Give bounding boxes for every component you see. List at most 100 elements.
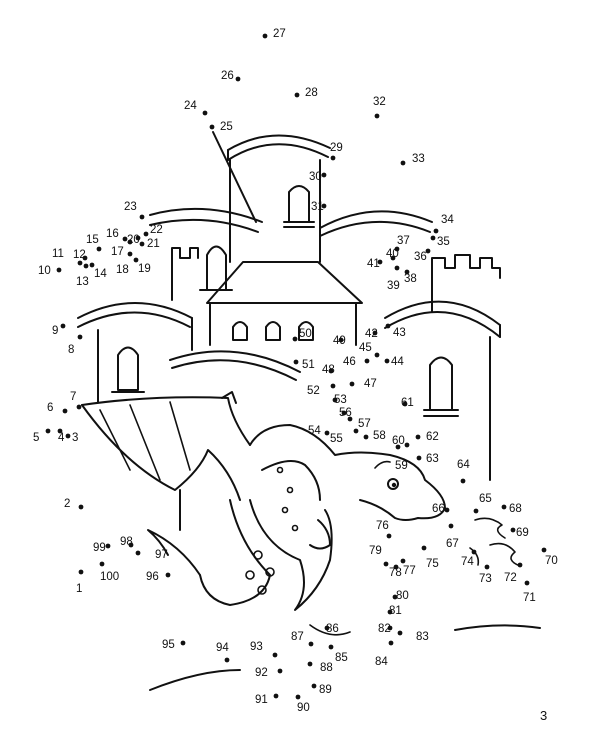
dot-67: 67: [446, 523, 459, 550]
dot-68: 68: [501, 503, 522, 515]
dot-marker: [295, 694, 301, 700]
dot-28: 28: [294, 87, 318, 99]
dot-number-label: 60: [392, 435, 405, 447]
dot-marker: [277, 668, 283, 674]
dot-marker: [45, 428, 51, 434]
dot-number-label: 32: [373, 96, 386, 108]
dot-marker: [209, 124, 215, 130]
dot-marker: [387, 625, 393, 631]
dot-marker: [273, 693, 279, 699]
dot-marker: [321, 172, 327, 178]
dot-17: 17: [111, 239, 133, 258]
dot-number-label: 41: [367, 258, 380, 270]
dot-marker: [385, 323, 391, 329]
dot-95: 95: [162, 639, 186, 651]
dot-marker: [76, 404, 82, 410]
dot-number-label: 94: [216, 642, 229, 654]
dot-81: 81: [387, 605, 402, 617]
dot-number-label: 87: [291, 631, 304, 643]
dot-number-label: 6: [47, 402, 53, 414]
dot-marker: [165, 572, 171, 578]
dot-39: 39: [387, 265, 400, 292]
dot-84: 84: [375, 640, 394, 668]
dot-marker: [393, 564, 399, 570]
dot-25: 25: [209, 121, 233, 133]
dot-marker: [364, 358, 370, 364]
dot-number-label: 48: [322, 364, 335, 376]
dot-number-label: 71: [523, 592, 536, 604]
dot-3: 3: [65, 432, 78, 444]
dot-number-label: 18: [116, 264, 129, 276]
dot-number-label: 16: [106, 228, 119, 240]
dot-number-label: 34: [441, 214, 454, 226]
dot-70: 70: [541, 547, 558, 567]
dot-5: 5: [33, 428, 51, 444]
dot-80: 80: [392, 590, 409, 602]
dot-marker: [321, 203, 327, 209]
dot-marker: [96, 246, 102, 252]
dot-marker: [143, 231, 149, 237]
dot-number-label: 52: [307, 385, 320, 397]
dot-number-label: 40: [386, 248, 399, 260]
dot-number-label: 61: [401, 397, 414, 409]
dot-45: 45: [359, 342, 380, 358]
dot-37: 37: [394, 235, 410, 252]
castle-drawing: [77, 131, 501, 531]
dot-number-label: 68: [509, 503, 522, 515]
dot-marker: [383, 561, 389, 567]
dot-number-label: 20: [127, 234, 140, 246]
dot-marker: [374, 113, 380, 119]
dot-93: 93: [250, 641, 278, 658]
dot-marker: [293, 359, 299, 365]
dot-10: 10: [38, 265, 62, 277]
dot-marker: [416, 455, 422, 461]
dot-31: 31: [311, 201, 327, 213]
dot-marker: [510, 527, 516, 533]
dot-marker: [388, 640, 394, 646]
dot-marker: [57, 428, 63, 434]
dot-13: 13: [76, 263, 89, 288]
dot-marker: [384, 358, 390, 364]
dot-marker: [139, 241, 145, 247]
dot-36: 36: [414, 248, 431, 263]
dot-35: 35: [430, 235, 450, 248]
dot-number-label: 90: [297, 702, 310, 714]
dot-59: 59: [395, 444, 408, 472]
dot-number-label: 86: [326, 623, 339, 635]
dot-marker: [235, 76, 241, 82]
dot-number-label: 31: [311, 201, 324, 213]
dot-marker: [330, 155, 336, 161]
dot-marker: [294, 92, 300, 98]
dot-number-label: 21: [147, 238, 160, 250]
dot-marker: [387, 609, 393, 615]
dot-number-label: 33: [412, 153, 425, 165]
dot-number-label: 92: [255, 667, 268, 679]
dot-number-label: 57: [358, 418, 371, 430]
dot-marker: [338, 337, 344, 343]
dot-27: 27: [262, 28, 286, 40]
dot-number-label: 29: [330, 142, 343, 154]
dot-marker: [78, 569, 84, 575]
dot-53: 53: [332, 394, 347, 406]
dot-marker: [484, 564, 490, 570]
dot-marker: [471, 549, 477, 555]
dot-73: 73: [479, 564, 492, 585]
dot-9: 9: [52, 323, 66, 337]
dot-number-label: 67: [446, 538, 459, 550]
dot-21: 21: [139, 238, 160, 250]
dot-number-label: 50: [299, 328, 312, 340]
dot-number-label: 35: [437, 236, 450, 248]
dot-number-label: 98: [120, 536, 133, 548]
dot-marker: [262, 33, 268, 39]
dot-marker: [425, 248, 431, 254]
dot-number-label: 55: [330, 433, 343, 445]
dot-marker: [349, 381, 355, 387]
dot-marker: [307, 661, 313, 667]
dot-number-label: 10: [38, 265, 51, 277]
dot-number-label: 63: [426, 453, 439, 465]
dot-marker: [89, 262, 95, 268]
dot-87: 87: [291, 631, 314, 647]
dot-marker: [390, 255, 396, 261]
dot-4: 4: [57, 428, 65, 444]
dot-number-label: 3: [72, 432, 78, 444]
